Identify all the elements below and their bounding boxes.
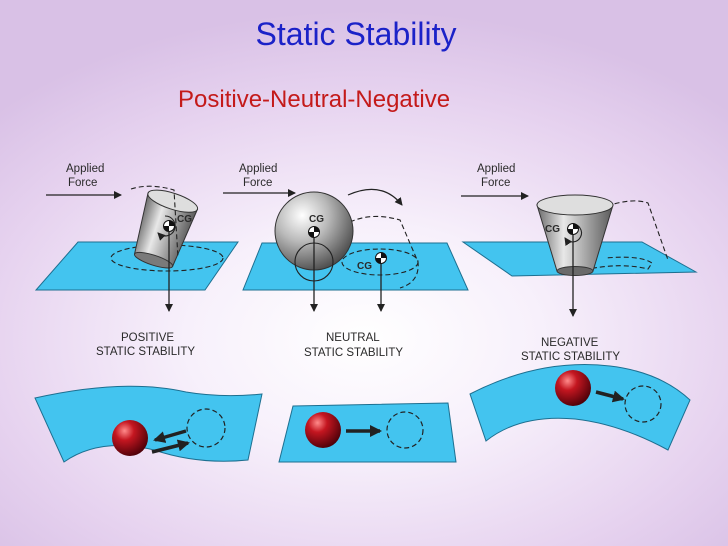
positive-stability-panel: Applied Force CG POSITIVE STATIC ST (34, 163, 263, 463)
roll-arrow-neutral (347, 188, 403, 206)
return-arrow-positive (151, 439, 190, 454)
negative-label-2: STATIC STABILITY (521, 351, 620, 363)
cg-marker-positive (163, 220, 175, 232)
upright-outline-positive (130, 185, 179, 259)
positive-label-2: STATIC STABILITY (96, 346, 195, 358)
applied-force-label-2b: Force (243, 177, 272, 189)
applied-force-label-1a: Applied (66, 163, 104, 175)
displaced-ball-negative (624, 385, 662, 423)
push-arrow-positive (153, 429, 187, 443)
displaced-ball-positive (186, 408, 226, 448)
cg-marker-negative (567, 223, 579, 235)
negative-label-1: NEGATIVE (541, 337, 599, 349)
surface-neutral (242, 242, 469, 291)
slide-title: Static Stability (255, 16, 457, 52)
ball-negative (555, 370, 591, 406)
tipped-outline-negative (591, 200, 669, 261)
applied-force-label-3b: Force (481, 177, 510, 189)
cg-marker-neutral (308, 226, 320, 238)
negative-stability-panel: Applied Force CG NEGATIVE STATIC STABILI… (461, 163, 698, 451)
neutral-label-2: STATIC STABILITY (304, 347, 403, 359)
ball-positive (112, 420, 148, 456)
slide-subtitle: Positive-Neutral-Negative (178, 86, 451, 113)
convex-surface (469, 364, 691, 451)
push-arrow-negative (595, 390, 625, 403)
tipped-trace-negative (583, 256, 653, 271)
applied-force-label-3a: Applied (477, 163, 515, 175)
cg-label-neutral-rolled: CG (357, 261, 372, 272)
rolled-outline-neutral (349, 215, 419, 289)
surface-positive (34, 241, 239, 291)
inverted-cone (536, 194, 614, 276)
cg-marker-neutral-rolled (375, 252, 387, 264)
concave-surface (34, 385, 263, 463)
cg-label-positive: CG (177, 214, 192, 225)
displaced-ball-neutral (386, 411, 424, 449)
applied-force-label-1b: Force (68, 177, 97, 189)
applied-force-label-2a: Applied (239, 163, 277, 175)
positive-label-1: POSITIVE (121, 332, 174, 344)
ball-neutral (305, 412, 341, 448)
cg-label-negative: CG (545, 224, 560, 235)
neutral-label-1: NEUTRAL (326, 332, 380, 344)
cg-label-neutral-top: CG (309, 214, 324, 225)
rotation-arrow-positive (157, 215, 176, 241)
neutral-stability-panel: Applied Force CG CG NEUTRAL (223, 163, 469, 463)
